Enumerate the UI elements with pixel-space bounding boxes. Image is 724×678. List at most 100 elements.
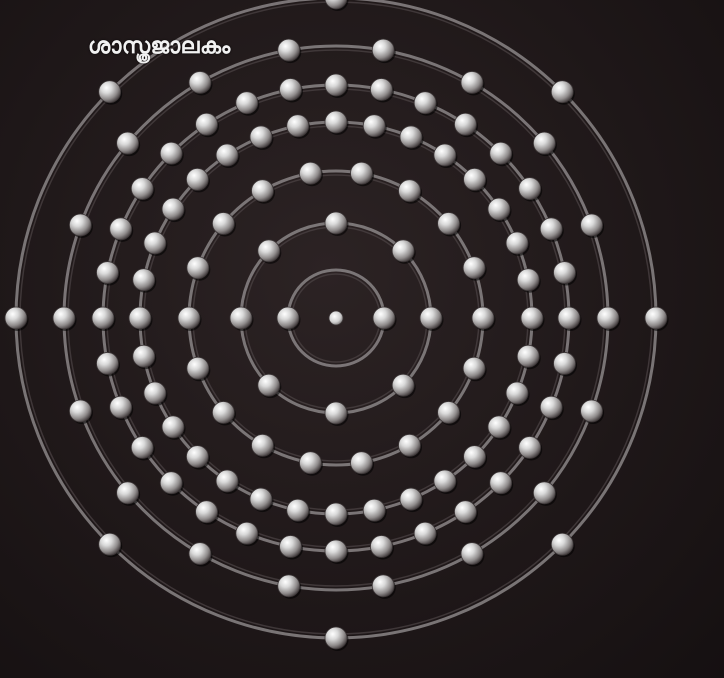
electron-shell-5 [519,178,543,202]
electron-shell-3 [187,357,211,381]
electron-shell-5 [196,501,220,525]
electron-shell-5 [540,396,564,420]
electron-shell-5 [280,78,304,102]
electron-shell-4 [133,269,157,293]
electron-shell-6 [372,575,396,599]
electron-shell-4 [517,269,541,293]
electron-shell-5 [414,522,438,546]
electron-shell-5 [110,396,134,420]
electron-shell-2 [392,374,416,398]
nucleus-layer [329,311,343,325]
electron-shell-5 [540,218,564,242]
electron-shell-6 [461,543,485,567]
electron-shell-3 [463,257,487,281]
electron-shell-7 [5,307,29,331]
electron-shell-3 [351,162,375,186]
electron-shell-4 [400,488,424,512]
electron-shell-3 [399,180,423,204]
electron-shell-5 [110,218,134,242]
electron-shell-3 [351,452,375,476]
electron-shell-3 [472,307,496,331]
electron-shell-6 [69,400,93,424]
electron-shell-4 [133,345,157,369]
electron-shell-6 [372,39,396,63]
electron-shell-5 [96,262,120,286]
electron-shell-6 [278,575,302,599]
electron-shell-7 [325,0,349,11]
electron-shell-4 [434,144,458,168]
electron-shell-5 [370,78,394,102]
electron-shell-4 [287,115,311,139]
electron-shell-5 [325,74,349,98]
electron-shell-3 [299,452,323,476]
electron-shell-5 [558,307,582,331]
electron-shell-6 [53,307,77,331]
electron-shell-4 [186,446,210,470]
electron-shell-4 [400,126,424,150]
nucleus [329,311,343,325]
electron-shell-5 [280,536,304,560]
electron-shell-5 [96,352,120,376]
electron-shell-3 [438,213,462,237]
electron-shell-5 [325,540,349,564]
electron-shell-4 [250,488,274,512]
electron-shell-5 [554,352,578,376]
electron-shell-5 [454,113,478,137]
electron-shell-4 [517,345,541,369]
electron-shell-6 [533,132,557,156]
electron-shell-4 [488,198,512,222]
electron-shell-5 [490,142,513,166]
electron-shell-3 [212,401,236,425]
electron-shell-6 [117,482,141,506]
electron-shell-4 [325,503,349,527]
electron-shell-4 [325,111,349,135]
electron-shell-4 [464,168,488,192]
electron-shell-5 [236,522,260,546]
electron-shell-6 [461,71,485,95]
electron-shell-7 [99,533,123,557]
electron-shell-5 [92,307,116,331]
electron-shell-4 [162,416,186,440]
electron-shell-4 [363,115,387,139]
electron-shell-4 [521,307,545,331]
electron-shell-4 [129,307,153,331]
electron-shell-6 [189,543,213,567]
electron-shell-2 [420,307,444,331]
electron-shell-1 [277,307,301,331]
electron-shell-3 [178,307,202,331]
electron-shell-4 [287,499,311,523]
electron-shell-3 [299,162,323,186]
electron-shell-4 [506,382,530,406]
electron-shell-5 [160,472,184,496]
electron-shell-4 [144,232,168,256]
electron-shell-6 [69,214,93,238]
watermark-label: ശാസ്ത്രജാലകം [88,34,231,59]
electron-shell-4 [216,470,240,494]
electron-shell-2 [392,240,416,264]
electron-shell-5 [370,536,394,560]
electron-shell-7 [325,627,349,651]
electron-shell-4 [250,126,274,150]
electron-shell-5 [236,92,260,116]
electron-shell-3 [252,434,276,458]
electron-shell-1 [373,307,397,331]
electron-shell-4 [363,499,387,523]
electron-shell-5 [414,92,438,116]
electron-shell-5 [554,262,578,286]
electron-shell-2 [258,374,282,398]
electron-shell-7 [551,81,575,105]
electron-shell-5 [131,436,155,460]
electron-shell-2 [230,307,254,331]
electron-shell-4 [506,232,530,256]
electron-shell-3 [187,257,211,281]
electron-shell-7 [645,307,669,331]
electron-shell-2 [325,212,349,236]
electron-shell-6 [597,307,621,331]
electron-shell-2 [325,402,349,426]
electron-shell-6 [278,39,302,63]
electron-layer [5,0,669,651]
electron-shell-6 [581,214,605,238]
electron-shell-4 [144,382,168,406]
